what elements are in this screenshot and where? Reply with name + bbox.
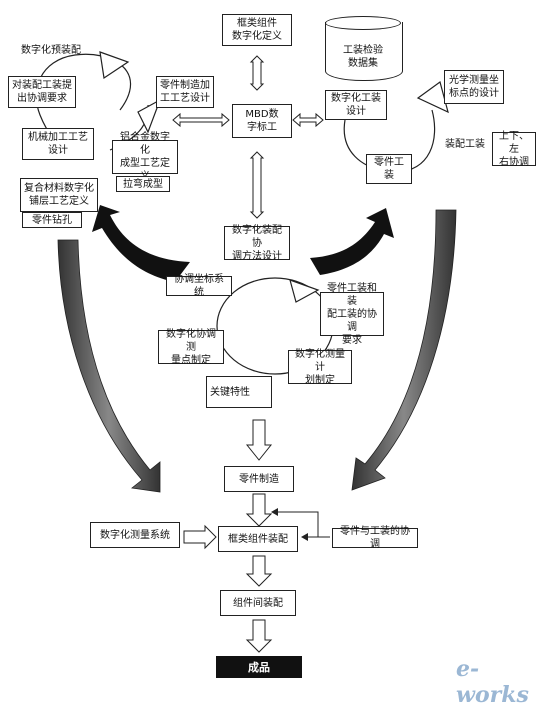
- machining-process-box: 机械加工工艺 设计: [22, 128, 94, 160]
- stretch-bending-box: 拉弯成型: [116, 176, 170, 192]
- part-tooling-box: 零件工装: [366, 154, 412, 184]
- feedback-lines: [271, 508, 330, 541]
- left-swoosh-arrow: [92, 205, 190, 282]
- left-cycle-arrowhead-2: [137, 98, 162, 134]
- left-cycle-arrowhead: [99, 51, 130, 80]
- left-band-arrow: [57, 239, 161, 493]
- assembly-tooling-label: 装配工装: [445, 139, 485, 150]
- tooling-database-cylinder: [325, 22, 403, 81]
- tooling-coordination-requirement-box: 零件工装和装 配工装的协调 要求: [320, 283, 384, 346]
- tooling-database-label: 工装检验 数据集: [343, 45, 383, 69]
- mbd-box: MBD数 字标工: [232, 104, 292, 138]
- final-product-box: 成品: [216, 656, 302, 678]
- coordination-direction-box: 上下、左 右协调: [492, 131, 536, 168]
- frame-component-definition-box: 框类组件 数字化定义: [222, 14, 292, 46]
- center-cycle-arrowhead: [289, 279, 320, 303]
- tooling-database-cylinder-top: [325, 16, 401, 30]
- measurement-points-box: 数字化协调测 量点制定: [158, 329, 224, 366]
- composite-layup-box: 复合材料数字化 铺层工艺定义: [20, 178, 98, 212]
- part-process-design-box: 零件制造加 工工艺设计: [156, 76, 214, 108]
- measurement-plan-box: 数字化测量计 划制定: [288, 349, 352, 386]
- right-swoosh-arrow: [310, 208, 394, 275]
- assembly-requirement-box: 对装配工装提 出协调要求: [8, 76, 76, 108]
- double-arrows: [172, 55, 324, 219]
- optical-measurement-points-box: 光学测量坐 标点的设计: [444, 70, 504, 104]
- e-works-watermark: e-works: [456, 656, 529, 708]
- part-manufacturing-box: 零件制造: [224, 466, 294, 492]
- process-flow-diagram: [35, 51, 457, 653]
- digital-measurement-system-box: 数字化测量系统: [90, 522, 180, 548]
- coordinate-system-box: 协调坐标系统: [166, 274, 232, 298]
- down-arrows: [183, 419, 273, 653]
- frame-assembly-box: 框类组件装配: [218, 526, 298, 552]
- coordination-method-box: 数字化装配协 调方法设计: [224, 225, 290, 262]
- key-characteristics-box: 关键特性: [206, 376, 272, 408]
- part-tooling-coordination-box: 零件与工装的协调: [332, 526, 418, 550]
- digital-tooling-design-box: 数字化工装 设计: [325, 90, 387, 120]
- right-band-arrow: [351, 209, 457, 491]
- inter-component-assembly-box: 组件间装配: [220, 590, 296, 616]
- part-drilling-box: 零件钻孔: [22, 212, 82, 228]
- digital-preassembly-label: 数字化预装配: [21, 45, 81, 56]
- aluminum-forming-box: 铝合金数字化 成型工艺定义: [112, 132, 178, 182]
